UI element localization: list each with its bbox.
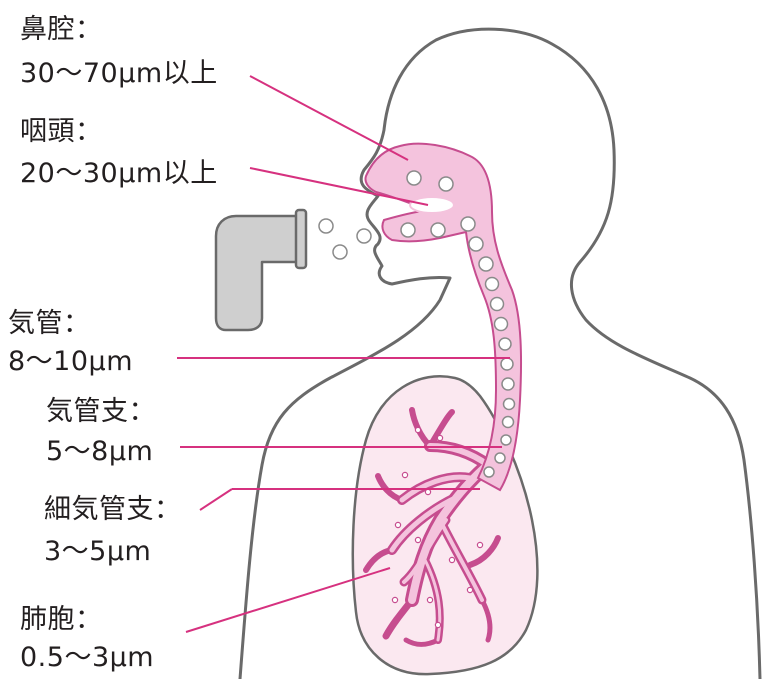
label-nasal-cavity-size: 30〜70μm以上: [20, 56, 218, 92]
label-bronchus-name: 気管支：: [46, 394, 156, 430]
label-nasal-cavity-name: 鼻腔：: [20, 12, 103, 48]
label-bronchus-size: 5〜8μm: [46, 434, 153, 470]
label-bronchiole-name: 細気管支：: [44, 492, 182, 528]
leader-bronchiole: [200, 489, 232, 510]
pharynx-oval: [410, 197, 454, 213]
label-alveolus-name: 肺胞：: [20, 602, 103, 638]
label-alveolus-size: 0.5〜3μm: [20, 640, 154, 676]
label-trachea-size: 8〜10μm: [8, 344, 133, 380]
inhaler-icon: [216, 210, 306, 330]
label-bronchiole-size: 3〜5μm: [44, 534, 151, 570]
label-pharynx-size: 20〜30μm以上: [20, 156, 218, 192]
label-trachea-name: 気管：: [8, 306, 91, 342]
label-pharynx-name: 咽頭：: [20, 114, 103, 150]
inhaled-particles: [319, 219, 371, 259]
